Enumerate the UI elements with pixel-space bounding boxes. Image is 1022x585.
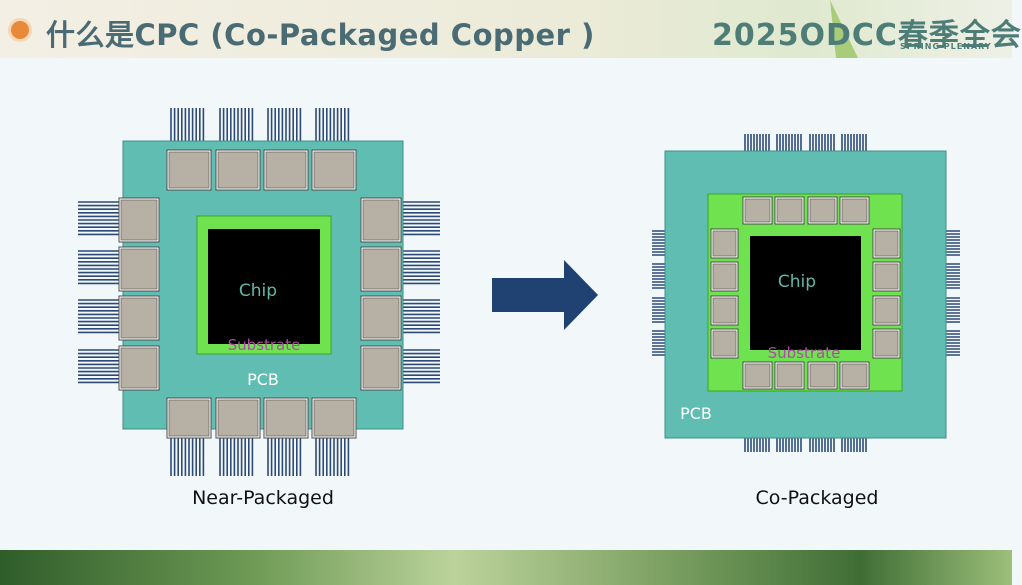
right-caption: Co-Packaged bbox=[756, 487, 879, 509]
left-chip-label: Chip bbox=[239, 281, 277, 301]
chip-die bbox=[208, 229, 320, 344]
chip-die bbox=[750, 236, 861, 350]
bullet-icon bbox=[11, 21, 29, 39]
brand-logo: 2025ODCC春季全会 bbox=[712, 18, 1022, 53]
cable-bundle bbox=[78, 201, 120, 236]
right-chip-label: Chip bbox=[778, 272, 816, 292]
cable-bundle bbox=[78, 349, 120, 384]
left-substrate-label: Substrate bbox=[228, 336, 301, 354]
cable-bundle bbox=[219, 438, 254, 476]
cable-bundle bbox=[170, 438, 205, 476]
cable-bundle bbox=[402, 201, 440, 236]
footer-decoration bbox=[0, 550, 1012, 585]
right-pcb-label: PCB bbox=[680, 404, 712, 423]
left-caption: Near-Packaged bbox=[192, 487, 334, 509]
page-title: 什么是CPC (Co-Packaged Copper ) bbox=[46, 18, 595, 52]
co-packaged-diagram bbox=[652, 134, 960, 452]
cable-bundle bbox=[402, 349, 440, 384]
arrow-right-icon bbox=[492, 260, 598, 330]
cable-bundle bbox=[402, 250, 440, 285]
left-pcb-label: PCB bbox=[247, 370, 279, 389]
brand-subtitle: SPRING PLENARY bbox=[900, 42, 992, 51]
right-substrate-label: Substrate bbox=[768, 344, 841, 362]
leaf-decoration-icon bbox=[830, 0, 858, 58]
cable-bundle bbox=[315, 438, 350, 476]
cable-bundle bbox=[267, 438, 302, 476]
near-packaged-diagram bbox=[78, 108, 440, 476]
cable-bundle bbox=[402, 299, 440, 334]
cable-bundle bbox=[78, 299, 120, 334]
cable-bundle bbox=[78, 250, 120, 285]
header-bar: 什么是CPC (Co-Packaged Copper ) 2025ODCC春季全… bbox=[0, 0, 1021, 58]
